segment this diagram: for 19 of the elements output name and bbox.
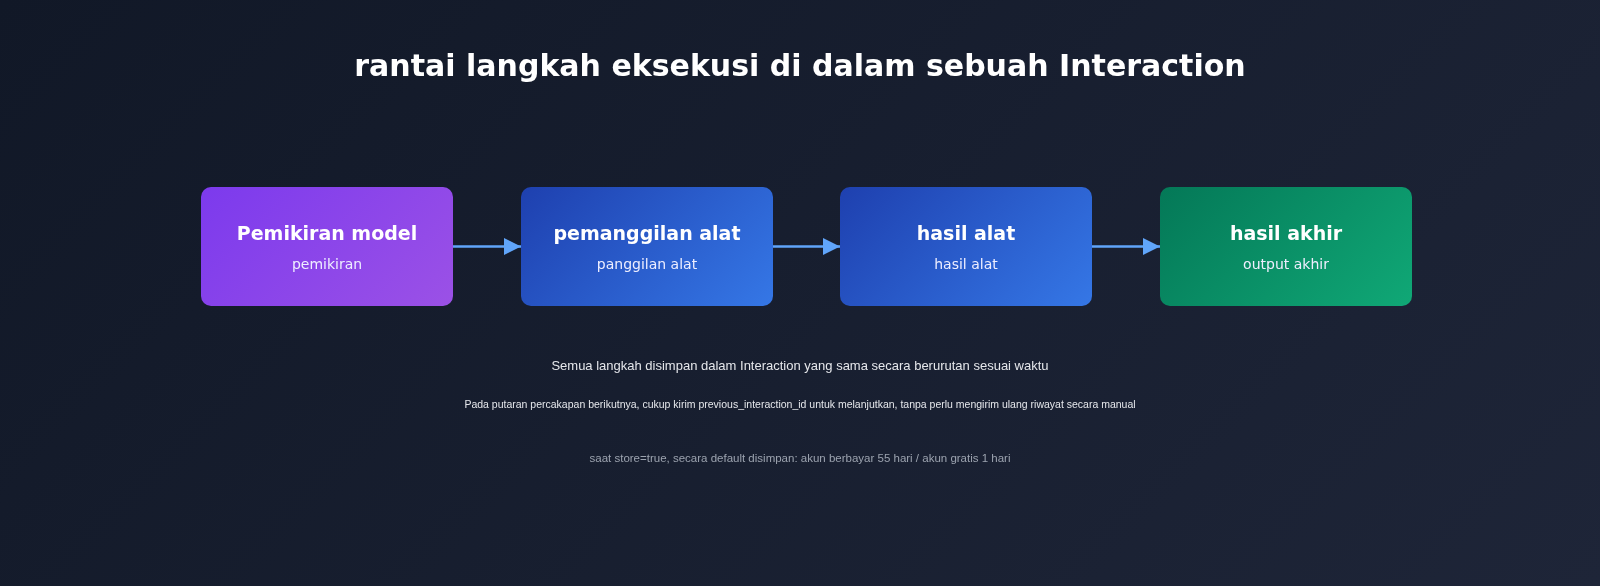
arrow [773,237,840,256]
box-title: pemanggilan alat [553,221,741,244]
process-box [840,187,1092,306]
arrow [453,237,521,256]
process-box [201,187,453,306]
box-subtitle: pemikiran [291,255,363,272]
box-subtitle: output akhir [1243,255,1329,272]
process-box [521,187,773,306]
process-box [1160,187,1412,306]
box-subtitle: hasil alat [934,255,998,272]
arrow [1092,237,1160,256]
note-text: Pada putaran percakapan berikutnya, cukup kirim previous_interaction_id untuk melanjutkan, tanpa perlu mengirim ulang riwayat secara manual [463,398,1137,410]
note-text: saat store=true, secara default disimpan: akun berbayar 55 hari / akun gratis 1 hari [588,452,1012,464]
diagram-title: rantai langkah eksekusi di dalam sebuah Interaction [353,48,1247,83]
box-title: hasil akhir [1229,221,1343,244]
note-text: Semua langkah disimpan dalam Interaction yang sama secara berurutan sesuai waktu [550,358,1050,373]
box-title: Pemikiran model [236,221,418,244]
box-subtitle: panggilan alat [596,255,698,272]
box-title: hasil alat [916,221,1016,244]
